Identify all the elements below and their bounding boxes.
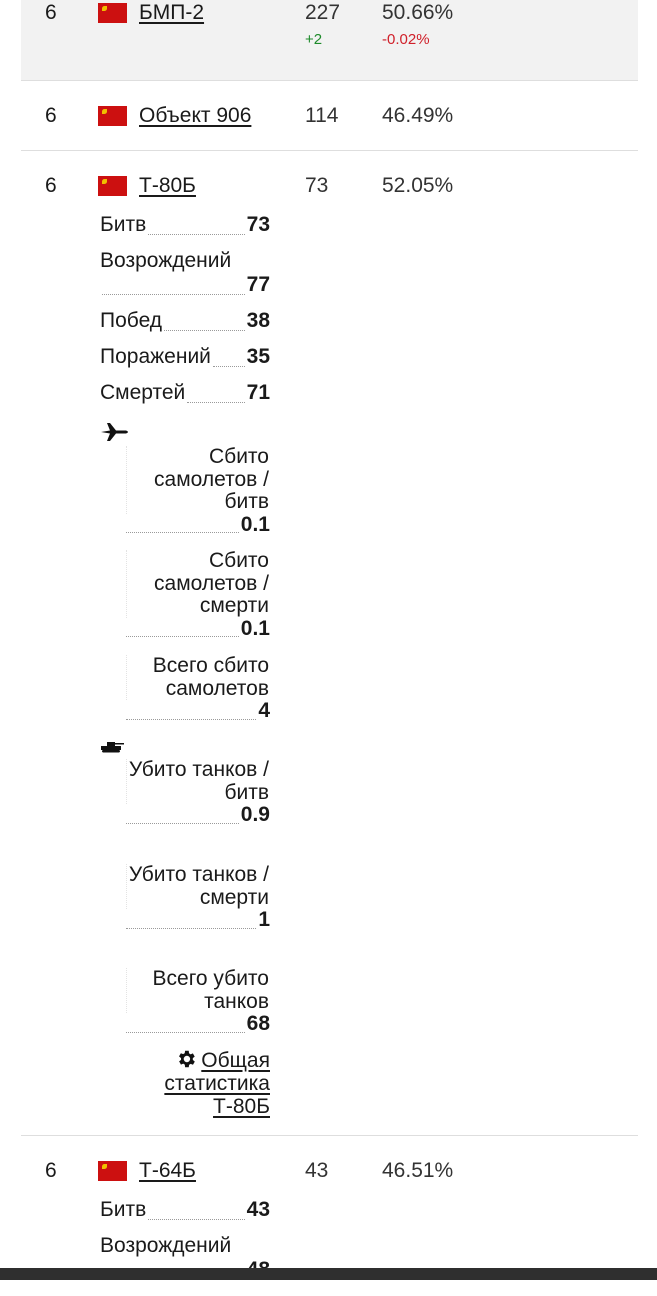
rank-cell: 6 xyxy=(45,174,57,197)
rank-cell: 6 xyxy=(45,104,57,127)
battles-count: 73 xyxy=(305,174,329,197)
battles-count: 114 xyxy=(305,104,339,127)
stat-respawns: Возрождений 77 xyxy=(100,249,270,296)
ground-stat-per-battle: Убито танков / битв 0.9 xyxy=(126,758,270,827)
win-rate: 50.66% xyxy=(382,1,454,24)
jet-icon xyxy=(101,423,128,441)
battles-count: 43 xyxy=(305,1159,329,1182)
ussr-flag-icon xyxy=(98,106,127,126)
win-rate: 52.05% xyxy=(382,174,454,197)
win-rate: 46.51% xyxy=(382,1159,454,1182)
overall-stats-link-container: Общая статистика Т-80Б xyxy=(126,1048,270,1118)
win-rate: 46.49% xyxy=(382,104,454,127)
vehicle-link-t64b[interactable]: Т-64Б xyxy=(139,1159,196,1182)
battles-count: 227 xyxy=(305,1,341,24)
vehicle-link-t80b[interactable]: Т-80Б xyxy=(139,174,196,197)
ussr-flag-icon xyxy=(98,176,127,196)
vehicle-link-bmp2[interactable]: БМП-2 xyxy=(139,1,205,24)
ussr-flag-icon xyxy=(98,1161,127,1181)
table-row[interactable]: 6 Объект 906 114 46.49% xyxy=(21,81,638,151)
ussr-flag-icon xyxy=(98,3,127,23)
tank-icon xyxy=(101,742,124,753)
table-row[interactable]: 6 БМП-2 227 50.66% +2 -0.02% xyxy=(21,0,638,81)
ground-stat-per-death: Убито танков / смерти 1 xyxy=(126,863,270,932)
ground-stat-total: Всего убито танков 68 xyxy=(126,967,270,1036)
win-rate-delta: -0.02% xyxy=(382,31,430,48)
vehicle-table: 6 БМП-2 227 50.66% +2 -0.02% 6 Объект 90… xyxy=(21,0,638,1296)
browser-bottom-bar xyxy=(0,1268,657,1280)
air-stat-total: Всего сбито самолетов 4 xyxy=(126,654,270,723)
rank-cell: 6 xyxy=(45,1,57,24)
overall-stats-link[interactable]: Общая статистика Т-80Б xyxy=(164,1049,270,1118)
battles-delta: +2 xyxy=(305,31,323,48)
air-stat-per-battle: Сбито самолетов / битв 0.1 xyxy=(126,445,270,536)
rank-cell: 6 xyxy=(45,1159,57,1182)
gear-icon xyxy=(179,1050,196,1068)
vehicle-link-object-906[interactable]: Объект 906 xyxy=(139,104,252,127)
air-stat-per-death: Сбито самолетов / смерти 0.1 xyxy=(126,549,270,640)
